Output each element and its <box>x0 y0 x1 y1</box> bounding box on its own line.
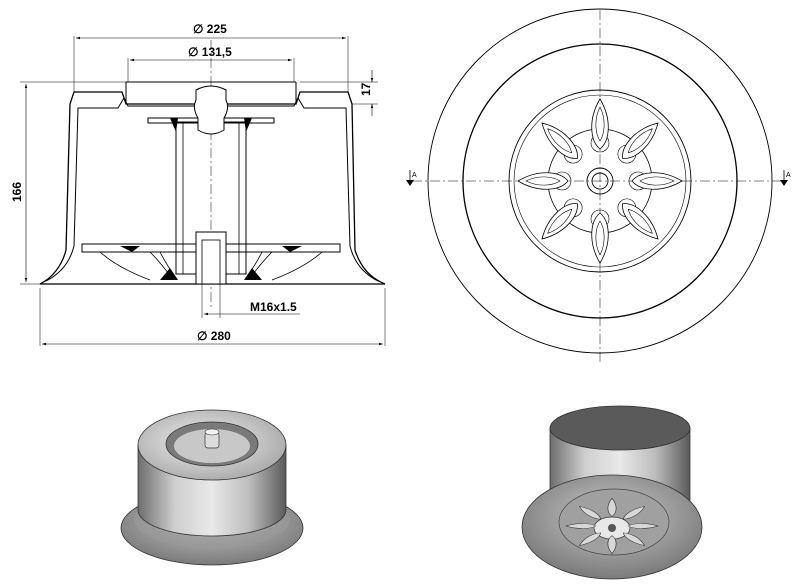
suction-cup-petal <box>590 98 610 153</box>
dim-total-height: 166 <box>10 182 24 202</box>
iso-render-bottom <box>521 405 703 580</box>
suction-cup-petal <box>617 122 659 164</box>
suction-cup-petal <box>517 171 572 191</box>
suction-cup-petal <box>617 198 659 240</box>
dim-rim-height: 17 <box>359 82 373 96</box>
plan-outer-circle <box>427 8 773 354</box>
iso-render-top <box>120 409 304 566</box>
iso-petal <box>607 497 617 517</box>
dim-top-diameter: ∅ 225 <box>193 22 227 36</box>
dim-thread: M16x1.5 <box>250 300 297 314</box>
iso-petal <box>622 506 646 520</box>
dim-base-diameter: ∅ 280 <box>197 329 231 343</box>
dim-inner-diameter: ∅ 131,5 <box>188 45 232 59</box>
iso-petal <box>578 506 602 520</box>
suction-cups-ring <box>517 98 683 264</box>
section-marker-right: A <box>786 172 791 179</box>
iso-cup-petals <box>565 497 659 555</box>
suction-cup-petal <box>590 209 610 264</box>
section-view: ∅ 225 ∅ 131,5 17 166 M16x1.5 ∅ 280 <box>10 22 386 346</box>
suction-cup-petal <box>541 122 583 164</box>
iso-petal <box>607 535 617 555</box>
iso-petal <box>578 532 602 546</box>
section-marker-left: A <box>412 172 417 179</box>
iso-petal <box>622 532 646 546</box>
suction-cup-petal <box>541 198 583 240</box>
iso-petal <box>565 523 597 529</box>
iso-petal <box>627 523 659 529</box>
suction-cup-petal <box>628 171 683 191</box>
plan-view: A A <box>406 8 791 362</box>
